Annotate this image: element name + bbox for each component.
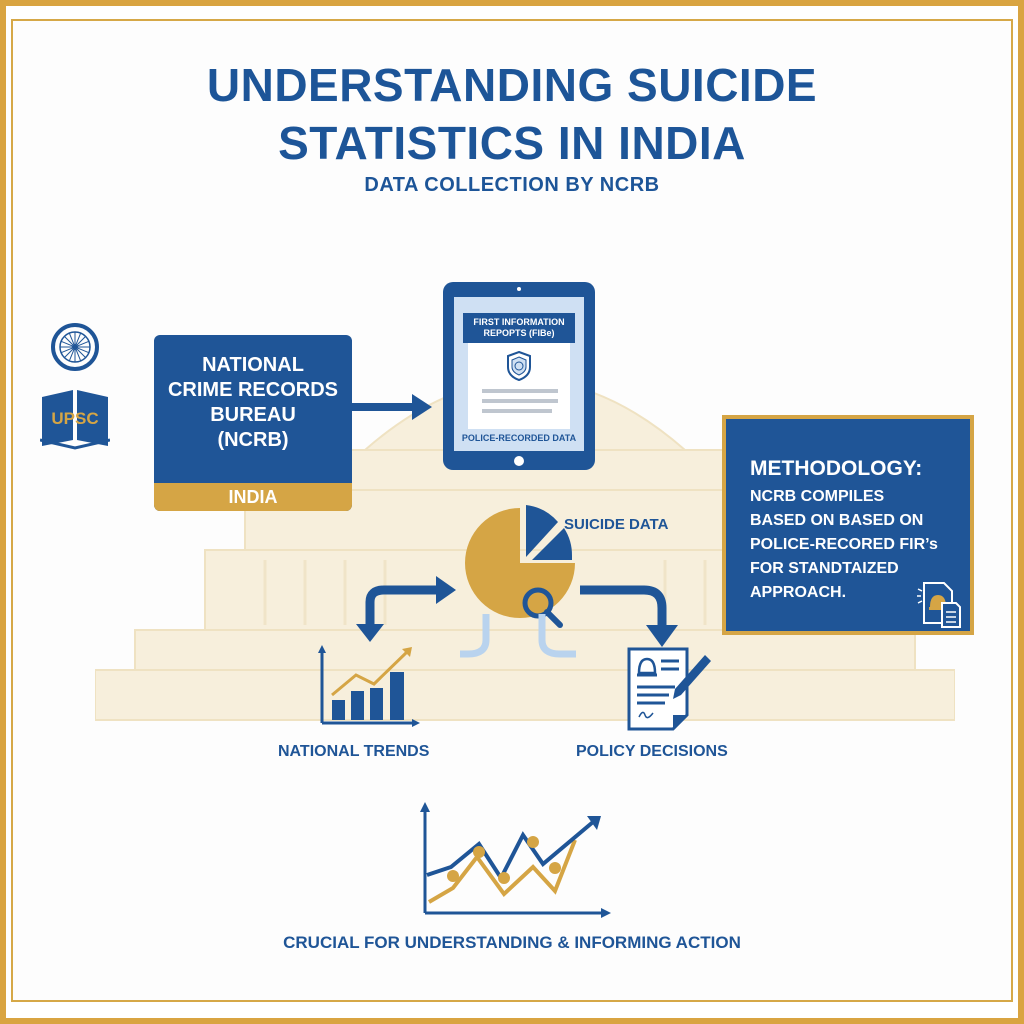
document-alert-icon [917,582,961,628]
fir-header: FIRST INFORMATION REPOPTS (FIBe) [463,313,575,343]
methodology-title: METHODOLOGY: [750,457,923,480]
line-chart-icon [420,802,611,918]
tablet-camera [517,287,521,291]
fir-header-line2: REPOPTS (FIBe) [483,328,555,338]
bar-chart-trend-icon [318,645,420,727]
tablet-home-button [514,456,524,466]
document-pen-icon [627,647,711,731]
methodology-body: NCRB COMPILES BASED ON BASED ON POLICE-R… [750,488,938,601]
national-trends-label: NATIONAL TRENDS [278,743,430,760]
text-line [482,409,552,413]
page-title-line2: STATISTICS IN INDIA [278,117,746,169]
fir-header-line1: FIRST INFORMATION [473,317,565,327]
page-subtitle: DATA COLLECTION BY NCRB [364,174,660,196]
page-title-line1: UNDERSTANDING SUICIDE [206,59,818,111]
tablet-screen: FIRST INFORMATION REPOPTS (FIBe) POLICE-… [454,297,584,451]
arrow-right-icon [352,394,432,420]
suicide-data-label: SUICIDE DATA [564,516,669,533]
ncrb-line: (NCRB) [217,429,289,451]
text-line [482,389,558,393]
ncrb-box: NATIONAL CRIME RECORDS BUREAU (NCRB) IND… [154,335,352,511]
bidirectional-arrow-icon [356,576,456,642]
arrow-down-icon [580,585,678,647]
police-badge-icon [507,351,531,381]
connector-lines [460,614,576,658]
upsc-logo: UPSC [39,322,111,450]
police-recorded-label: POLICE-RECORDED DATA [461,433,577,443]
ncrb-country-label: INDIA [154,483,352,511]
ncrb-line: CRIME RECORDS [167,379,338,401]
footer-caption: CRUCIAL FOR UNDERSTANDING & INFORMING AC… [283,933,741,952]
fir-document [468,343,570,429]
svg-text:UPSC: UPSC [51,409,98,428]
methodology-box: METHODOLOGY: NCRB COMPILES BASED ON BASE… [722,415,974,635]
text-line [482,399,558,403]
pie-chart-magnifier-icon [465,505,575,628]
ashoka-chakra-book-icon: UPSC [39,323,111,450]
ncrb-title: NATIONAL CRIME RECORDS BUREAU (NCRB) [154,353,352,453]
policy-decisions-label: POLICY DECISIONS [576,743,728,760]
fir-tablet: FIRST INFORMATION REPOPTS (FIBe) POLICE-… [443,282,595,470]
ncrb-line: NATIONAL [202,354,304,376]
ncrb-line: BUREAU [210,404,296,426]
